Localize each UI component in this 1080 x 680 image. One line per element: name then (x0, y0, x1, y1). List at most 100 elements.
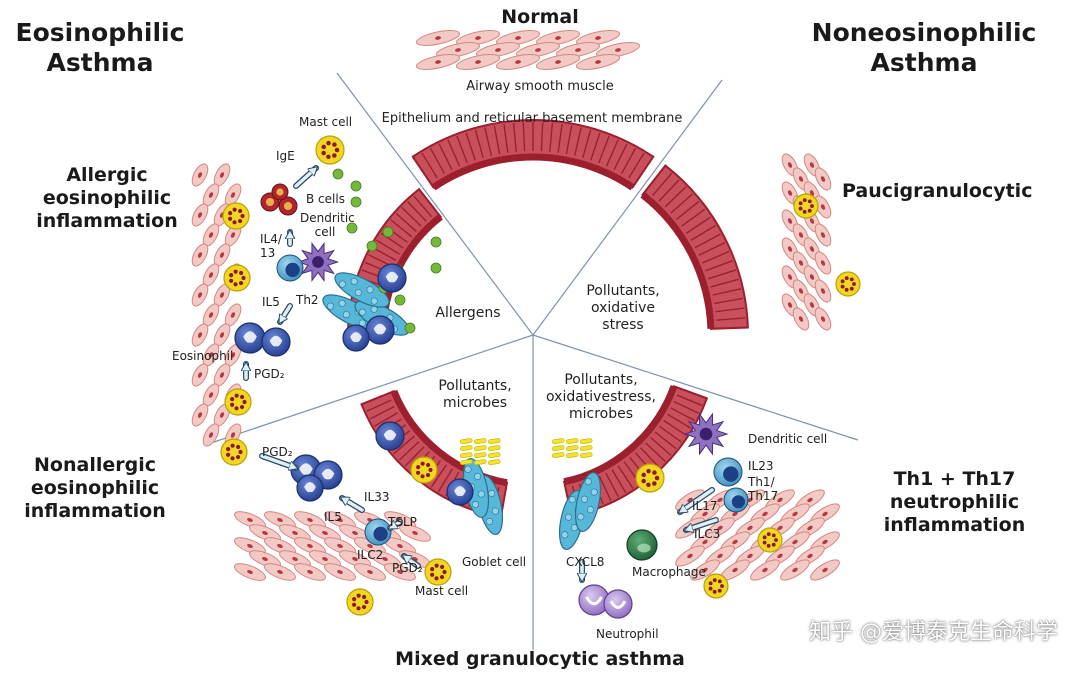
label-pgd2-nonallergic-bottom: PGD₂ (392, 561, 423, 575)
muscle-cell (202, 303, 220, 327)
muscle-cell (354, 563, 386, 581)
eosinophil-cell (234, 322, 266, 354)
label-ilc3: ILC3 (694, 527, 721, 541)
b-cell (278, 196, 298, 216)
heading-mixed-granulocytic: Mixed granulocytic asthma (395, 648, 685, 670)
dendritic-cell (296, 241, 340, 283)
pollutant-rod (459, 445, 473, 452)
muscle-cell (810, 559, 840, 581)
pollutant-rod (487, 438, 501, 445)
pollutant-rod (473, 459, 487, 466)
label-ige: IgE (276, 149, 295, 163)
label-il17: IL17 (692, 499, 718, 513)
pollutant-rod (551, 438, 565, 445)
muscle-cell (814, 307, 832, 331)
ring-pauci (640, 164, 749, 330)
airway-wall-ring (346, 119, 749, 519)
pathway-arrow (387, 519, 403, 531)
smooth-muscle-normal (415, 30, 641, 70)
muscle-cell (415, 54, 461, 70)
heading-noneosinophilic-asthma: Noneosinophilic Asthma (811, 18, 1037, 77)
pathway-arrow (401, 553, 421, 569)
label-th1-th17: Th1/ Th17 (748, 475, 779, 503)
mast-cell (410, 456, 438, 484)
label-pollutants-oxidative-stress: Pollutants, oxidative stress (586, 283, 660, 333)
pollutant-rod (565, 438, 579, 445)
muscle-cell (202, 223, 220, 247)
macrophage-cell (626, 529, 658, 561)
muscle-cell (792, 307, 810, 331)
label-th2: Th2 (296, 293, 319, 307)
muscle-cell (264, 563, 296, 581)
eosinophil-cell (377, 263, 407, 293)
muscle-cell (191, 163, 209, 187)
allergen (350, 180, 362, 192)
mast-cell (793, 193, 819, 219)
goblet-cell (334, 272, 390, 308)
muscle-cell (575, 54, 621, 70)
allergen (366, 240, 378, 252)
pathway-arrow (293, 165, 319, 189)
label-pgd2-allergic: PGD₂ (254, 367, 285, 381)
sector-dividers (204, 72, 859, 650)
label-pollutants-microbes: Pollutants, microbes (438, 378, 512, 411)
heading-normal: Normal (501, 6, 579, 28)
mast-cell (424, 558, 452, 586)
mast-cell (223, 264, 251, 292)
pathway-arrows-inner (246, 165, 719, 583)
label-cxcl8: CXCL8 (566, 555, 605, 569)
eosinophil-cell (342, 324, 370, 352)
label-pgd2-nonallergic-top: PGD₂ (262, 445, 293, 459)
label-neutrophil: Neutrophil (596, 627, 659, 641)
allergen (430, 262, 442, 274)
muscle-cell (202, 183, 220, 207)
pollutant-rod (579, 452, 593, 459)
allergen (404, 322, 416, 334)
muscle-cell (455, 30, 501, 46)
mast-cell (222, 202, 250, 230)
label-tslp: TSLP (388, 515, 417, 529)
pollutant-rod (459, 438, 473, 445)
pollutant-rod (551, 445, 565, 452)
pollutant-rod (487, 452, 501, 459)
goblet-cells (322, 272, 602, 551)
label-il23: IL23 (748, 459, 774, 473)
eosinophil-cell (296, 474, 324, 502)
ring-normal (411, 119, 655, 191)
smooth-muscle-neutrophilic (675, 489, 840, 581)
pollutant-rod (459, 452, 473, 459)
eosinophil-cell (375, 421, 405, 451)
muscle-cell (191, 323, 209, 347)
muscle-cell (814, 279, 832, 303)
muscle-cell (455, 54, 501, 70)
pollutant-rod (487, 459, 501, 466)
goblet-cell (462, 457, 490, 519)
muscle-cell (675, 545, 705, 567)
pollutant-rods (459, 438, 593, 466)
label-macrophage: Macrophage (632, 565, 706, 579)
label-allergens: Allergens (435, 305, 501, 321)
label-eosinophil: Eosinophil (172, 349, 234, 363)
muscle-cell (415, 30, 461, 46)
muscle-cell (191, 243, 209, 267)
heading-th1-th17-neutrophilic: Th1 + Th17 neutrophilic inflammation (883, 468, 1026, 536)
muscle-cell (202, 343, 220, 367)
label-pollutants-oxidative-microbes: Pollutants, oxidativestress, microbes (546, 372, 656, 422)
label-il5-nonallergic: IL5 (324, 510, 342, 524)
mast-cell (635, 463, 665, 493)
muscle-cell (191, 363, 209, 387)
pathway-arrow (677, 487, 715, 515)
muscle-cell (224, 183, 242, 207)
muscle-cell (750, 559, 780, 581)
label-dendritic-cell-neutro: Dendritic cell (748, 432, 828, 446)
label-epithelium-basement-membrane: Epithelium and reticular basement membra… (381, 111, 683, 126)
cells (220, 135, 861, 619)
label-dendritic-cell-allergic: Dendritic cell (300, 211, 355, 239)
t-cell (723, 487, 749, 513)
pathway-arrow (277, 303, 293, 325)
muscle-cell (384, 563, 416, 581)
allergen (350, 196, 362, 208)
muscle-cell (435, 42, 481, 58)
allergen (430, 236, 442, 248)
